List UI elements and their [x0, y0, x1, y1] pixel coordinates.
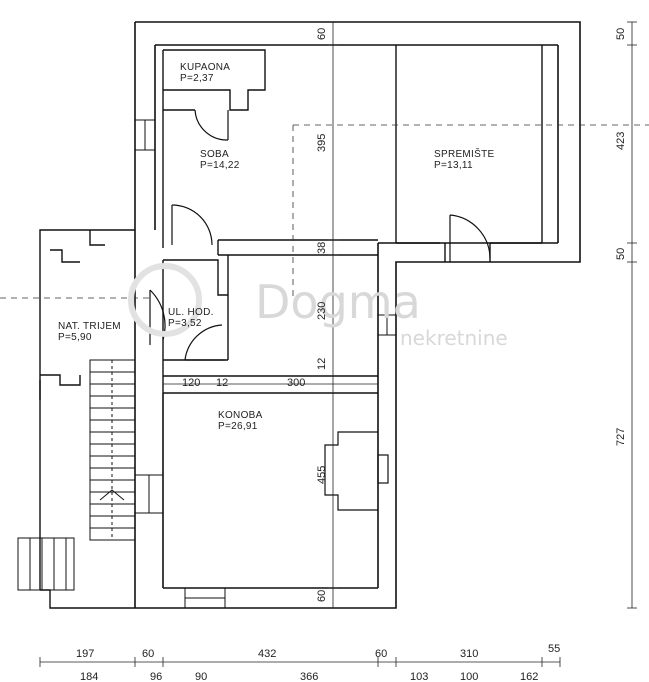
dashed-guides	[0, 124, 649, 299]
soba-walls	[162, 110, 378, 360]
fireplace	[324, 431, 389, 511]
dim-395: 395	[316, 134, 328, 152]
dim-bottom-96: 96	[150, 671, 162, 682]
dim-bottom-366: 366	[300, 671, 318, 682]
dim-bottom-162: 162	[520, 671, 538, 682]
dim-455: 455	[316, 466, 328, 484]
room-kupaona-name: KUPAONA	[180, 62, 230, 73]
dim-bottom-90: 90	[195, 671, 207, 682]
room-spremiste-name: SPREMIŠTE	[434, 147, 495, 160]
dim-bottom-60a: 60	[142, 648, 154, 660]
watermark-sub: nekretnine	[400, 326, 508, 350]
room-konoba-area: P=26,91	[218, 421, 258, 432]
dim-60-bottom: 60	[316, 590, 328, 602]
dim-bottom-103: 103	[410, 671, 428, 682]
bottom-dimension-lines	[39, 657, 561, 667]
room-konoba-name: KONOBA	[218, 410, 263, 421]
inner-dimension-lines	[163, 22, 378, 608]
room-nat-trijem-area: P=5,90	[58, 332, 92, 343]
dim-right-50-top: 50	[615, 28, 627, 40]
dim-right-50-mid: 50	[615, 248, 627, 260]
watermark: Dogma nekretnine	[128, 263, 508, 350]
kupaona-door	[194, 109, 229, 141]
watermark-brand: Dogma	[255, 275, 421, 329]
room-ul-hod-name: UL. HOD.	[168, 307, 214, 318]
dim-12-v: 12	[316, 358, 328, 370]
dim-300: 300	[287, 377, 305, 389]
dim-38: 38	[316, 242, 328, 254]
room-kupaona-area: P=2,37	[180, 73, 214, 84]
dim-right-727: 727	[615, 428, 627, 446]
dim-60-top: 60	[316, 28, 328, 40]
right-dimension-labels: 50 423 50 727	[615, 28, 627, 446]
dim-bottom-310: 310	[460, 648, 478, 660]
dim-bottom-184: 184	[80, 671, 98, 682]
room-labels: KUPAONA P=2,37 SOBA P=14,22 SPREMIŠTE P=…	[58, 62, 495, 432]
dim-bottom-432: 432	[258, 648, 276, 660]
dim-bottom-60b: 60	[375, 648, 387, 660]
dim-12-h: 12	[216, 377, 228, 389]
ul-hod-doors	[149, 289, 225, 361]
trijem-walls	[39, 229, 135, 609]
soba-door	[171, 204, 213, 246]
room-soba-name: SOBA	[200, 149, 229, 160]
room-soba-area: P=14,22	[200, 160, 240, 171]
dim-bottom-100: 100	[460, 671, 478, 682]
dim-120: 120	[182, 377, 200, 389]
stairs	[17, 359, 136, 591]
kupaona-walls	[162, 49, 266, 111]
dim-230: 230	[316, 302, 328, 320]
windows	[134, 119, 397, 609]
dim-right-423: 423	[615, 132, 627, 150]
inner-dimension-labels: 60 395 38 230 12 120 12 300 455 60	[182, 28, 328, 602]
room-spremiste-area: P=13,11	[434, 160, 473, 171]
room-ul-hod-area: P=3,52	[168, 318, 202, 329]
room-nat-trijem-name: NAT. TRIJEM	[58, 321, 121, 332]
dim-bottom-55: 55	[548, 643, 560, 655]
right-dimension-line	[627, 21, 637, 609]
spremiste-walls	[395, 45, 543, 262]
dim-bottom-197: 197	[76, 648, 94, 660]
spremiste-door	[449, 214, 491, 262]
bottom-dimension-labels: 197 60 432 60 310 55 184 96 90 366 103 1…	[76, 643, 560, 682]
